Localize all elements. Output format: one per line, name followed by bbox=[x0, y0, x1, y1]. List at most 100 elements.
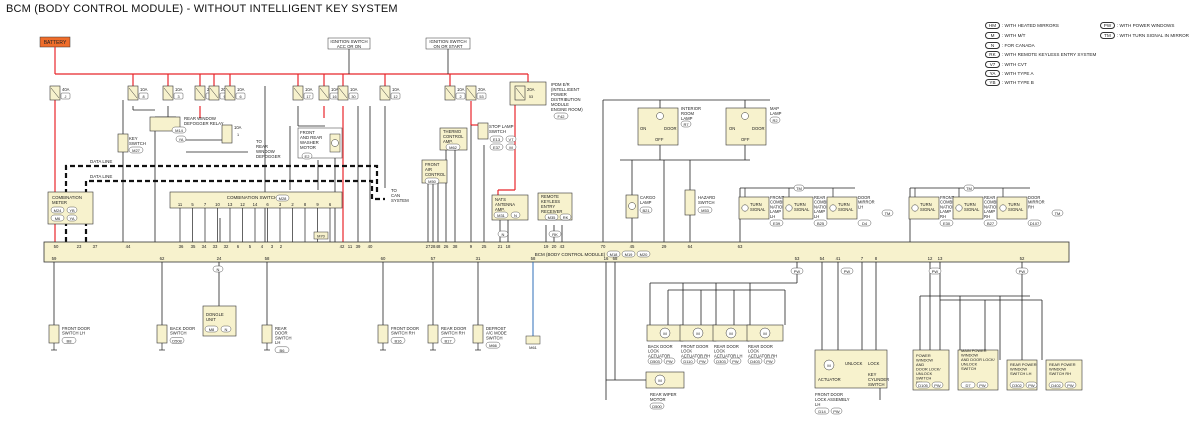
interior-lamp-label: ROOM bbox=[681, 111, 695, 116]
bcm-label: BCM (BODY CONTROL MODULE) bbox=[535, 252, 606, 257]
actuator-label: ACTUATOR RH bbox=[681, 353, 710, 358]
turn-signal-lamp bbox=[996, 196, 1028, 220]
door-switch bbox=[156, 324, 168, 344]
bcm-pin-number: 11 bbox=[348, 244, 353, 249]
comb-pin-number: 13 bbox=[228, 202, 233, 207]
cargo-lamp-connector: B21 bbox=[642, 208, 650, 213]
door-switch bbox=[377, 324, 389, 344]
turn-lamp-connector: E39 bbox=[773, 221, 781, 226]
bcm-pin-number: 36 bbox=[179, 244, 184, 249]
hazard-label: SWITCH bbox=[698, 200, 715, 205]
door-switch-label: REAR DOOR bbox=[441, 326, 466, 331]
n-tag: N bbox=[217, 267, 220, 272]
bcm-pin-number: 58 bbox=[531, 256, 536, 261]
fuse-element bbox=[50, 87, 60, 99]
fuse-number: 1 bbox=[237, 133, 239, 137]
bcm-pin-number: 48 bbox=[436, 244, 441, 249]
nats-label: ANTENNA bbox=[495, 202, 515, 207]
turn-signal-label: TURN bbox=[838, 202, 850, 207]
bcm-pin-number: 44 bbox=[126, 244, 131, 249]
motor-icon-label: M bbox=[696, 331, 699, 336]
fuse-number: 6 bbox=[239, 95, 241, 99]
pw-tag-box bbox=[976, 381, 989, 389]
m61-ground bbox=[525, 335, 541, 345]
fuse-amp: 10A bbox=[234, 125, 242, 130]
comb-pin-number: 8 bbox=[304, 202, 307, 207]
bcm-pin-number: 35 bbox=[191, 244, 196, 249]
bcm-pin-number: 8 bbox=[875, 256, 878, 261]
power-window-label: AND DOOR LOCK/ bbox=[961, 357, 996, 362]
turn-lamp-name: COMBI- bbox=[984, 200, 999, 205]
bcm-pin-number: 63 bbox=[738, 244, 743, 249]
turn-signal-lamp bbox=[782, 196, 814, 220]
fuse-number-box bbox=[348, 92, 359, 100]
key-switch-label: KEY bbox=[129, 136, 138, 141]
fuse-element bbox=[338, 87, 348, 99]
pw-connector: D402 bbox=[1051, 383, 1061, 388]
to-can-label: TO bbox=[391, 188, 398, 193]
actuator-label: LOCK bbox=[681, 349, 692, 354]
fuse-number: 16 bbox=[332, 95, 336, 99]
keyless-label: REMOTE bbox=[541, 194, 559, 199]
to-can-label: SYSTEM bbox=[391, 198, 409, 203]
lamp-icon bbox=[955, 204, 963, 212]
turn-signal-lamp bbox=[908, 196, 940, 220]
key-switch bbox=[117, 133, 129, 153]
ipdm-connector: F42 bbox=[558, 114, 566, 119]
door-switch-connector: D508 bbox=[172, 338, 182, 343]
actuator-label: FRONT DOOR bbox=[681, 344, 708, 349]
pw-connector: D105 bbox=[918, 383, 928, 388]
power-window-label: POWER bbox=[916, 353, 931, 358]
door-switch bbox=[472, 324, 484, 344]
fuse-element bbox=[209, 87, 219, 99]
lamp-icon bbox=[785, 204, 793, 212]
bcm-pin-number: 34 bbox=[202, 244, 207, 249]
bcm-pin-number: 57 bbox=[431, 256, 436, 261]
comb-pin-number: 10 bbox=[215, 202, 220, 207]
front-air-label: FRONT bbox=[425, 162, 440, 167]
ipdm-label: POWER bbox=[551, 92, 567, 97]
map-lamp-label: MAP bbox=[770, 106, 779, 111]
bcm-pin-number: 41 bbox=[836, 256, 841, 261]
fuse-element bbox=[380, 87, 390, 99]
turn-lamp-name: LAMP bbox=[770, 209, 781, 214]
cargo-lamp-label: CARGO bbox=[640, 195, 656, 200]
ignition-acc-label: ACC OR ON bbox=[337, 44, 361, 49]
turn-lamp-name: COMBI- bbox=[814, 200, 829, 205]
ipdm-label: ENGINE ROOM) bbox=[551, 107, 583, 112]
bcm-pin-number: 50 bbox=[54, 244, 59, 249]
motor-icon-label: M bbox=[827, 363, 830, 368]
front-door-lock-label: LH bbox=[815, 402, 820, 407]
motor-icon bbox=[725, 327, 737, 339]
stop-connector: V7 bbox=[509, 137, 515, 142]
thermo-label: CONTROL bbox=[443, 134, 464, 139]
turn-signal-label: SIGNAL bbox=[1008, 207, 1024, 212]
comb-pin-number: 11 bbox=[178, 202, 183, 207]
bcm-pin-number: 3 bbox=[271, 244, 274, 249]
power-window-label: UNLOCK bbox=[916, 371, 933, 376]
fuse-number: 53 bbox=[529, 95, 533, 99]
bcm-connector: M18 bbox=[610, 252, 619, 257]
fuse-amp: 10A bbox=[350, 87, 358, 92]
ignition-acc-label: IGNITION SWITCH bbox=[330, 39, 367, 44]
relay-label: DEFOGGER RELAY bbox=[184, 121, 224, 126]
door-switch-connector-box bbox=[485, 341, 501, 349]
motor-icon bbox=[823, 359, 835, 371]
turn-lamp-name: LAMP bbox=[814, 209, 825, 214]
turn-signal-lamp bbox=[952, 196, 984, 220]
nats-connector: M31 bbox=[497, 213, 506, 218]
bcm-pin-number: 25 bbox=[482, 244, 487, 249]
bcm-pin-number: 16 bbox=[604, 256, 609, 261]
to-defogger-label: REAR bbox=[256, 144, 268, 149]
motor-icon-label: M bbox=[729, 331, 732, 336]
bcm-pin-number: 42 bbox=[340, 244, 345, 249]
door-switch-label: SWITCH LH bbox=[62, 331, 85, 336]
washer-connector: E2 bbox=[305, 154, 311, 159]
door-switch-connector-box bbox=[169, 337, 185, 344]
pw-connector-box bbox=[915, 381, 931, 389]
turn-lamp-connector: B27 bbox=[987, 221, 995, 226]
turn-lamp-connector: B25 bbox=[817, 221, 825, 226]
map-lamp-label: LAMP bbox=[770, 111, 782, 116]
motor-icon bbox=[654, 374, 666, 386]
pw-tag-box bbox=[840, 267, 854, 275]
